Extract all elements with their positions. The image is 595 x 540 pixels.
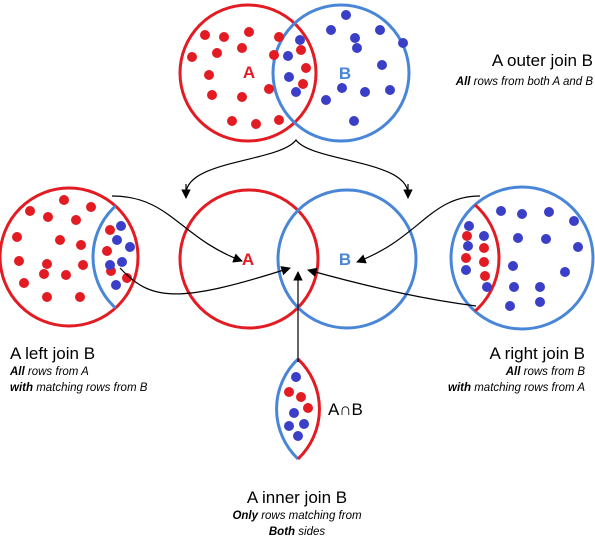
right-join-line1: All rows from B [505, 366, 586, 378]
right-line2-rest: matching rows from A [471, 382, 585, 394]
outer-join-subtitle: All rows from both A and B [455, 76, 594, 88]
outer-join-title: A outer join B [492, 51, 593, 70]
left-join-title: A left join B [10, 344, 95, 363]
left-join-venn [0, 186, 140, 328]
outer-set-b-label: B [339, 64, 351, 83]
outer-set-b-circle [271, 3, 411, 143]
center-set-a-circle [178, 188, 320, 330]
inner-line2-rest: sides [295, 526, 325, 538]
right-line1-rest: rows from B [520, 366, 585, 378]
center-set-b-circle [276, 188, 418, 330]
left-line1-rest: rows from A [25, 366, 89, 378]
outer-sub-rest: rows from both A and B [470, 76, 593, 88]
intersection-label: A∩B [328, 400, 363, 419]
inner-lens-left-edge [275, 357, 300, 461]
center-set-a-label: A [242, 250, 254, 269]
outer-red-dots [187, 27, 311, 129]
right-set-a-arc [451, 187, 501, 329]
right-red-dots [461, 231, 490, 281]
outer-set-a-circle [178, 3, 318, 143]
inner-line2-bold: Both [269, 526, 295, 538]
right-join-venn [449, 185, 595, 331]
left-set-a-circle [0, 186, 140, 328]
left-line1-bold: All [9, 366, 26, 378]
left-join-line1: All rows from A [9, 366, 89, 378]
inner-line1-rest: rows matching from [258, 510, 362, 522]
right-line2-bold: with [448, 382, 471, 394]
inner-join-lens [275, 357, 321, 461]
outer-set-a-label: A [243, 63, 255, 82]
right-line1-bold: All [505, 366, 522, 378]
center-set-b-label: B [339, 250, 351, 269]
right-join-line2: with matching rows from A [448, 382, 585, 394]
inner-join-title: A inner join B [247, 488, 347, 507]
right-arrow-upper [356, 195, 481, 264]
outer-blue-dots [283, 10, 408, 126]
right-blue-dots [461, 206, 583, 311]
outer-join-venn: A B [178, 3, 411, 143]
left-arrow-upper [111, 195, 243, 263]
inner-join-line1: Only rows matching from [232, 510, 362, 522]
right-join-title: A right join B [490, 344, 585, 363]
inner-dots [284, 372, 313, 441]
left-join-line2: with matching rows from B [10, 382, 148, 394]
left-line2-rest: matching rows from B [33, 382, 148, 394]
inner-lens-right-edge [296, 357, 321, 461]
center-venn: A B [178, 188, 418, 330]
outer-sub-bold: All [455, 76, 472, 88]
left-line2-bold: with [10, 382, 33, 394]
inner-join-line2: Both sides [269, 526, 325, 538]
outer-brace [185, 138, 409, 195]
right-arrow-lower [307, 267, 477, 307]
right-set-b-circle [449, 185, 595, 331]
inner-line1-bold: Only [232, 510, 258, 522]
left-arrow-lower [119, 266, 291, 295]
left-blue-dots [105, 221, 135, 290]
left-red-dots [12, 195, 132, 302]
left-set-b-arc [91, 188, 138, 326]
